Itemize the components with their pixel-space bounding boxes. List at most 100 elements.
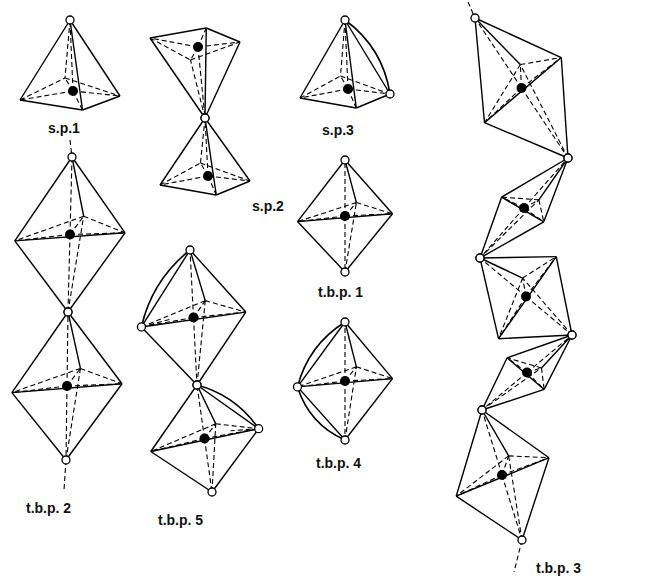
hidden-edge [520,65,568,158]
polyhedron-edge [205,118,250,181]
hidden-edge [523,278,572,335]
hidden-edge [191,42,241,60]
polyhedron-edge [83,96,121,110]
hidden-edge [482,368,541,410]
hidden-edge [12,368,81,392]
polyhedron-edge [480,222,544,258]
hidden-edge [141,301,205,327]
structure-label: s.p.3 [322,122,354,138]
ligand-atom [201,114,209,122]
hidden-edge [67,384,122,386]
ligand-atom [341,318,349,326]
hidden-edge [205,429,259,439]
polyhedron-edge [522,458,549,540]
ligand-atom [68,153,76,161]
hidden-edge [141,319,171,327]
ligand-atom [518,536,526,544]
polyhedron-edge [205,28,206,118]
hidden-edge [524,158,568,208]
hidden-edge [205,439,213,493]
ligand-atom [386,90,394,98]
polyhedron-edge [141,250,190,327]
hidden-edge [150,38,198,47]
hidden-edge [198,47,205,118]
polyhedron-edge [212,429,259,492]
polyhedron-edge [20,20,70,100]
polyhedron-edge [480,197,502,258]
ligand-atom [476,254,484,262]
ligand-atom [294,383,302,391]
hidden-edge [212,424,216,492]
hidden-edge [345,214,393,216]
hidden-edge [344,381,345,440]
ligand-atom [476,254,484,262]
polyhedron-edge [482,389,544,410]
polyhedron-edge [160,118,205,185]
hidden-edge [507,358,541,368]
polyhedron-edge [197,312,246,385]
hidden-edge [526,297,572,336]
polyhedron-edge [298,160,346,222]
structure-label: s.p.1 [48,120,80,136]
hidden-edge [541,368,544,390]
metal-atom [343,84,353,94]
hidden-edge [520,58,561,65]
polyhedron-edge [456,496,522,540]
hidden-edge [509,456,549,458]
hidden-edge [502,458,549,475]
metal-atom [497,470,507,480]
metal-atom [517,83,527,93]
structure-label: s.p.2 [252,198,284,214]
ligand-atom [64,308,72,316]
polyhedron-edge [151,385,197,451]
metal-atom [189,313,199,323]
ligand-atom [341,156,349,164]
ligand-atom [255,425,263,433]
polyhedron-edge [544,158,568,222]
polyhedron-edge [141,327,197,385]
polyhedron-edge [499,257,557,339]
polyhedron-edge [345,379,393,440]
hidden-edge [73,91,120,96]
hidden-edge [190,250,194,318]
hidden-edge [20,91,73,100]
hidden-edge [482,410,502,475]
ligand-atom [186,246,194,254]
hidden-edge [12,386,67,393]
polyhedron-edge [345,214,393,272]
hidden-edge [66,386,67,460]
hidden-edge [344,322,345,381]
hidden-edge [356,367,392,379]
polyhedron-edge [345,322,356,367]
polyhedron-edge [298,387,346,440]
hidden-edge [480,200,539,258]
ligand-atom [193,381,201,389]
hidden-edge [70,233,125,235]
polyhedron-edge [141,312,245,327]
hidden-edge [205,118,208,176]
hidden-edge [194,318,198,386]
hidden-edge [348,89,390,94]
hidden-edge [160,176,208,185]
hidden-edge [198,42,240,47]
hidden-edge [70,20,73,91]
metal-atom [340,376,350,386]
hidden-edge [499,278,523,339]
hidden-edge [84,216,125,233]
polyhedron-edge [12,393,66,460]
hidden-edge [522,88,569,158]
polyhedron-edge [151,451,212,492]
hidden-edge [197,385,205,439]
hidden-edge [67,312,68,386]
polyhedron-edge [68,312,80,368]
ligand-atom [478,406,486,414]
hidden-edge [65,20,70,78]
hidden-edge [70,157,72,235]
hidden-edge [485,88,522,123]
ligand-atom [341,16,349,24]
hidden-edge [522,58,562,88]
polyhedron-edge [482,410,509,456]
metal-atom [340,211,350,221]
ligand-atom [341,436,349,444]
structure-label: t.b.p. 2 [26,500,71,516]
